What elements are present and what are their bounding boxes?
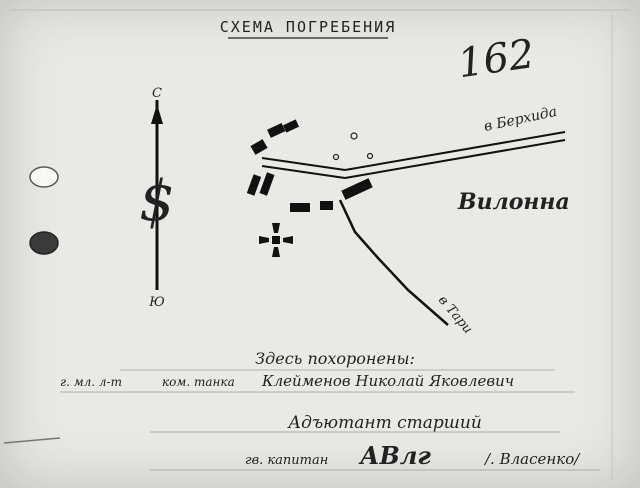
- road-label-berhida: в Берхида: [483, 104, 559, 135]
- road-ne-lower: [344, 139, 566, 179]
- deceased-position: ком. танка: [162, 375, 235, 389]
- landmark-circle: [350, 132, 358, 140]
- building: [246, 174, 262, 196]
- inscription-heading: Здесь похоронены:: [255, 349, 415, 368]
- building: [341, 178, 373, 200]
- signature-role: Адъютант старший: [287, 413, 482, 433]
- document-title: СХЕМА ПОГРЕБЕНИЯ: [220, 18, 397, 36]
- building: [290, 203, 310, 212]
- signature-autograph: АВлг: [358, 441, 431, 470]
- compass-south-label: Ю: [148, 295, 165, 310]
- punch-hole-top: [29, 166, 59, 188]
- compass-north-label: С: [152, 86, 162, 101]
- deceased-rank: г. мл. л-т: [60, 375, 122, 389]
- road-ne-upper: [344, 131, 566, 171]
- road-west-lower: [261, 165, 346, 179]
- road-west-upper: [261, 157, 346, 171]
- building: [320, 201, 333, 210]
- stray-mark: [3, 437, 61, 444]
- signer-name: /. Власенко/: [483, 450, 581, 468]
- punch-hole-bottom: [29, 231, 59, 255]
- grave-cross-icon: [259, 223, 293, 257]
- road-label-tari: в Тари: [435, 293, 475, 337]
- building: [259, 172, 275, 196]
- record-number: 162: [455, 31, 537, 87]
- signer-rank: гв. капитан: [245, 453, 328, 468]
- deceased-name: Клейменов Николай Яковлевич: [261, 372, 514, 390]
- village-label: Вилонна: [457, 189, 570, 215]
- map: Вилонна в Берхида в Тари: [246, 104, 570, 337]
- building: [267, 122, 286, 138]
- compass-s-symbol: $: [139, 169, 175, 234]
- building: [250, 139, 268, 155]
- road-south: [338, 199, 449, 326]
- landmark-circle: [332, 153, 340, 161]
- landmark-circle: [366, 152, 374, 160]
- compass: С Ю $: [139, 86, 175, 310]
- compass-arrow-icon: [151, 104, 163, 124]
- building: [282, 119, 300, 133]
